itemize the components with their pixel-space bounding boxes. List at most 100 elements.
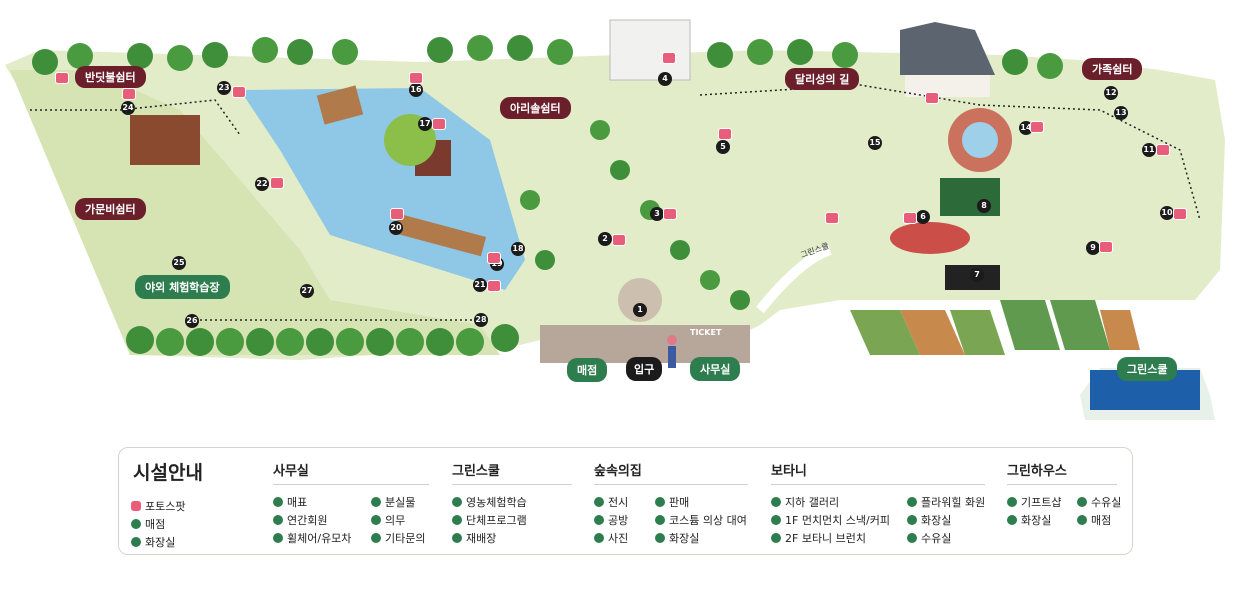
legend-section-greenhouse: 그린하우스 (1007, 464, 1067, 479)
photo-spot-icon[interactable] (122, 88, 136, 100)
entrance-wall (540, 325, 750, 363)
marker-9[interactable]: 9 (1086, 241, 1100, 255)
workshop-icon (594, 515, 604, 525)
legend-item: 화장실 (907, 512, 951, 528)
photo-spot-icon[interactable] (1156, 144, 1170, 156)
legend-section-office: 사무실 (273, 464, 309, 479)
gallery-icon (771, 497, 781, 507)
pond-deck (316, 85, 364, 125)
photo-spot-icon[interactable] (1030, 121, 1044, 133)
marker-18[interactable]: 18 (511, 242, 525, 256)
white-gate (609, 19, 691, 81)
label-bandeut-shelter[interactable]: 반딧불쉼터 (75, 66, 146, 88)
legend-divider (273, 484, 429, 485)
legend-item: 화장실 (1007, 512, 1051, 528)
marker-25[interactable]: 25 (172, 256, 186, 270)
ticket-icon (273, 497, 283, 507)
marker-28[interactable]: 28 (474, 313, 488, 327)
marker-17[interactable]: 17 (418, 117, 432, 131)
photo-spot-icon[interactable] (718, 128, 732, 140)
label-arisol-shelter[interactable]: 아리솔쉼터 (500, 97, 571, 119)
shop-icon (655, 497, 665, 507)
label-family-shelter[interactable]: 가족쉼터 (1082, 58, 1143, 80)
store-icon (131, 519, 141, 529)
marker-24[interactable]: 24 (121, 101, 135, 115)
costume-icon (655, 515, 665, 525)
legend-item: 매점 (1077, 512, 1111, 528)
label-greenschool-building[interactable]: 그린스쿨 (1117, 357, 1178, 381)
legend-item: 수유실 (907, 530, 951, 546)
wheelchair-icon (273, 533, 283, 543)
tree-column-middle (520, 120, 750, 310)
photo-spot-icon[interactable] (925, 92, 939, 104)
camera-icon (131, 501, 141, 511)
photo-spot-icon[interactable] (612, 234, 626, 246)
photo-spot-icon[interactable] (903, 212, 917, 224)
legend-section-greenschool: 그린스쿨 (452, 464, 500, 479)
photo-spot-icon[interactable] (1099, 241, 1113, 253)
label-gamunbi-shelter[interactable]: 가문비쉼터 (75, 198, 146, 220)
label-outdoor-learning[interactable]: 야외 체험학습장 (135, 275, 230, 299)
photo-spot-icon[interactable] (1173, 208, 1187, 220)
group-icon (452, 515, 462, 525)
marker-23[interactable]: 23 (217, 81, 231, 95)
label-office[interactable]: 사무실 (690, 357, 741, 381)
photo-spot-icon[interactable] (487, 252, 501, 264)
restroom-icon (655, 533, 665, 543)
legend-item: 사진 (594, 530, 628, 546)
cabin (130, 115, 200, 165)
marker-7[interactable]: 7 (970, 268, 984, 282)
park-map: 반딧불쉼터 가문비쉼터 아리솔쉼터 달리성의 길 가족쉼터 야외 체험학습장 그… (5, 19, 1225, 420)
fountain-pool (962, 122, 998, 158)
marker-22[interactable]: 22 (255, 177, 269, 191)
marker-27[interactable]: 27 (300, 284, 314, 298)
legend-divider (452, 484, 572, 485)
legend-item: 공방 (594, 512, 628, 528)
label-entrance[interactable]: 입구 (626, 357, 663, 381)
info-icon (371, 533, 381, 543)
marker-5[interactable]: 5 (716, 140, 730, 154)
marker-3[interactable]: 3 (650, 207, 664, 221)
legend-snack-bar: 매점 (131, 516, 165, 532)
visitor-figure (667, 335, 677, 345)
marker-6[interactable]: 6 (916, 210, 930, 224)
photo-spot-icon[interactable] (270, 177, 284, 189)
photo-spot-icon[interactable] (55, 72, 69, 84)
marker-26[interactable]: 26 (185, 314, 199, 328)
photo-spot-icon[interactable] (432, 118, 446, 130)
legend-section-forest-house: 숲속의집 (594, 464, 642, 479)
label-snack-bar[interactable]: 매점 (567, 358, 608, 382)
marker-4[interactable]: 4 (658, 72, 672, 86)
marker-1[interactable]: 1 (633, 303, 647, 317)
label-dallisung-road[interactable]: 달리성의 길 (785, 68, 860, 90)
marker-10[interactable]: 10 (1160, 206, 1174, 220)
marker-8[interactable]: 8 (977, 199, 991, 213)
facility-legend: 시설안내 포토스팟 매점 화장실 사무실 매표 분실물 연간회원 의무 휠체어/… (118, 447, 1133, 555)
marker-21[interactable]: 21 (473, 278, 487, 292)
photo-icon (594, 533, 604, 543)
marker-14[interactable]: 14 (1019, 121, 1033, 135)
photo-spot-icon[interactable] (232, 86, 246, 98)
marker-12[interactable]: 12 (1104, 86, 1118, 100)
marker-13[interactable]: 13 (1114, 106, 1128, 120)
legend-item: 수유실 (1077, 494, 1121, 510)
hedge-garden (940, 178, 1000, 216)
marker-16[interactable]: 16 (409, 83, 423, 97)
marker-2[interactable]: 2 (598, 232, 612, 246)
photo-spot-icon[interactable] (825, 212, 839, 224)
exhibit-icon (594, 497, 604, 507)
nursing-icon (907, 533, 917, 543)
label-ticket: TICKET (690, 328, 722, 337)
photo-spot-icon[interactable] (487, 280, 501, 292)
marker-20[interactable]: 20 (389, 221, 403, 235)
legend-photo-spot: 포토스팟 (131, 498, 185, 514)
legend-divider (1007, 484, 1117, 485)
tree-row-bottom (126, 324, 519, 356)
marker-15[interactable]: 15 (868, 136, 882, 150)
photo-spot-icon[interactable] (663, 208, 677, 220)
photo-spot-icon[interactable] (390, 208, 404, 220)
marker-11[interactable]: 11 (1142, 143, 1156, 157)
flower-shop-icon (907, 497, 917, 507)
photo-spot-icon[interactable] (409, 72, 423, 84)
photo-spot-icon[interactable] (662, 52, 676, 64)
